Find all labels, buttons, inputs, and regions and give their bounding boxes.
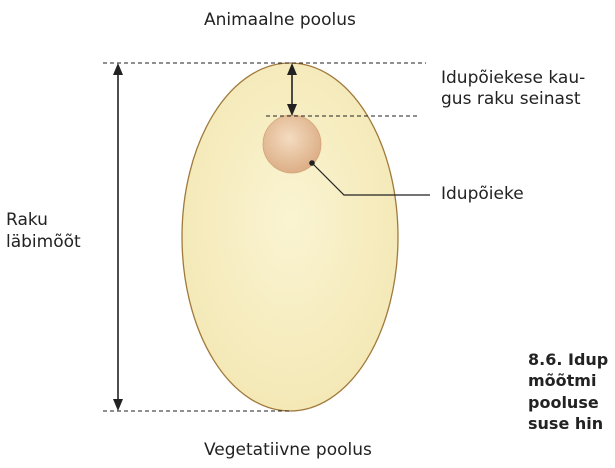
nucleus-distance-label-line1: Idupõiekese kau- (441, 68, 585, 89)
cell-diameter-label-line2: läbimõõt (6, 232, 81, 253)
figure-caption-line1: 8.6. Idup (528, 349, 608, 370)
cell-diameter-label-line1: Raku (6, 210, 48, 231)
animal-pole-label: Animaalne poolus (204, 10, 356, 31)
vegetal-pole-label: Vegetatiivne poolus (204, 440, 372, 461)
figure-caption-line4: suse hin (528, 413, 603, 434)
figure-caption-line2: mõõtmi (528, 370, 596, 391)
nucleus-label: Idupõieke (441, 184, 524, 205)
nucleus-distance-label-line2: gus raku seinast (441, 89, 581, 110)
cell-diameter-arrow (113, 63, 123, 411)
figure-caption-line3: pooluse (528, 392, 599, 413)
